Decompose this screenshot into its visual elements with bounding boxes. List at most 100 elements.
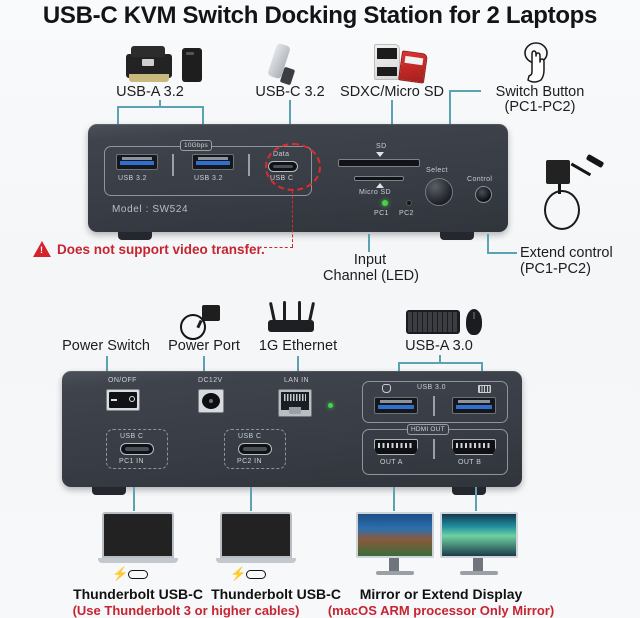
windows-laptop-icon bbox=[216, 512, 296, 564]
callout-power-port: Power Port bbox=[168, 338, 240, 354]
power-switch-toggle[interactable] bbox=[106, 389, 140, 411]
connector-line bbox=[487, 252, 517, 254]
connector-line bbox=[393, 487, 395, 511]
pc1-usb-c-port[interactable] bbox=[120, 443, 154, 455]
callout-sdxc-micro-sd: SDXC/Micro SD bbox=[340, 84, 444, 100]
port-divider bbox=[433, 439, 435, 459]
connector-line bbox=[117, 106, 203, 108]
rear-usb-a-port-2[interactable] bbox=[452, 397, 496, 414]
lan-led-indicator bbox=[328, 403, 333, 408]
micro-sd-arrow-icon bbox=[376, 183, 384, 188]
pc2-usb-c-bottom-label: PC2 IN bbox=[237, 458, 262, 465]
rear-usb-a-port-1[interactable] bbox=[374, 397, 418, 414]
rear-panel-device: ON/OFF DC12V LAN IN USB C PC1 IN USB C P… bbox=[62, 371, 522, 487]
dc-power-label: DC12V bbox=[198, 377, 223, 384]
connector-line bbox=[398, 362, 482, 364]
control-jack-label: Control bbox=[467, 176, 493, 183]
connector-line bbox=[481, 362, 483, 374]
power-adapter-icon bbox=[202, 305, 220, 321]
usb-flash-drive-icon bbox=[267, 42, 306, 86]
callout-power-switch: Power Switch bbox=[62, 338, 150, 354]
front-usb-a-port-1[interactable] bbox=[116, 154, 158, 170]
power-switch-label: ON/OFF bbox=[108, 377, 137, 384]
usb-c-highlight-circle bbox=[265, 143, 321, 191]
front-usb-a-port-2[interactable] bbox=[192, 154, 234, 170]
micro-sd-card-slot[interactable] bbox=[354, 176, 404, 181]
keyboard-icon bbox=[406, 310, 460, 334]
hdmi-out-a-label: OUT A bbox=[380, 459, 403, 466]
callout-extend-control-line1: Extend control bbox=[520, 245, 613, 261]
pc1-usb-c-bottom-label: PC1 IN bbox=[119, 458, 144, 465]
pc2-usb-c-port[interactable] bbox=[238, 443, 272, 455]
speed-badge: 10Gbps bbox=[180, 140, 212, 151]
device-foot bbox=[118, 232, 152, 240]
macbook-icon bbox=[98, 512, 178, 564]
cable-segment bbox=[570, 162, 592, 176]
keyboard-glyph-icon bbox=[478, 385, 491, 393]
led-pc2-indicator bbox=[406, 200, 412, 206]
connector-line bbox=[289, 100, 291, 126]
hdmi-out-a-port[interactable] bbox=[374, 439, 418, 455]
control-jack-port[interactable] bbox=[475, 186, 492, 203]
connector-line bbox=[106, 356, 108, 372]
sd-card-slot[interactable] bbox=[338, 159, 420, 167]
connector-line bbox=[475, 487, 477, 511]
pc2-usb-c-top-label: USB C bbox=[238, 433, 262, 440]
connector-line bbox=[487, 234, 489, 252]
port-divider bbox=[172, 154, 174, 176]
model-number-label: Model : SW524 bbox=[112, 204, 189, 215]
display-mode-note: (macOS ARM processor Only Mirror) bbox=[327, 603, 555, 618]
callout-usb-a-3-0: USB-A 3.0 bbox=[405, 338, 473, 354]
sd-slot-label: SD bbox=[376, 143, 387, 150]
thunderbolt-usbc-icon bbox=[246, 570, 266, 579]
connector-line bbox=[449, 90, 481, 92]
warning-triangle-icon bbox=[33, 241, 51, 257]
connector-line bbox=[133, 487, 135, 511]
thunderbolt-bolt-icon: ⚡ bbox=[230, 566, 247, 581]
led-pc2-label: PC2 bbox=[399, 210, 414, 217]
select-knob-label: Select bbox=[426, 167, 448, 174]
warning-text: Does not support video transfer. bbox=[57, 242, 265, 257]
mouse-icon bbox=[466, 309, 482, 335]
extend-control-cable-icon bbox=[544, 190, 580, 230]
monitor-aurora-icon bbox=[440, 512, 518, 576]
connector-line bbox=[368, 234, 370, 252]
led-pc1-indicator bbox=[382, 200, 388, 206]
connector-line bbox=[117, 106, 119, 126]
callout-usb-c-3-2: USB-C 3.2 bbox=[255, 84, 325, 100]
printer-icon bbox=[126, 44, 172, 84]
callout-input-line2: Channel (LED) bbox=[323, 268, 419, 284]
router-icon bbox=[268, 301, 316, 336]
port-divider bbox=[248, 154, 250, 176]
callout-input-line1: Input bbox=[353, 252, 387, 268]
connector-line bbox=[449, 90, 451, 126]
monitor-mountain-icon bbox=[356, 512, 434, 576]
pc2-in-group bbox=[224, 429, 286, 469]
page-title: USB-C KVM Switch Docking Station for 2 L… bbox=[42, 2, 598, 29]
lan-port-label: LAN IN bbox=[284, 377, 309, 384]
pc1-usb-c-top-label: USB C bbox=[120, 433, 144, 440]
lan-ethernet-port[interactable] bbox=[278, 389, 312, 417]
callout-usb-a-3-2: USB-A 3.2 bbox=[116, 84, 184, 100]
port-divider bbox=[433, 396, 435, 416]
dc-power-port[interactable] bbox=[198, 389, 224, 413]
extend-control-box-icon bbox=[546, 160, 570, 184]
sdxc-card-icon bbox=[374, 44, 400, 80]
hdmi-out-b-port[interactable] bbox=[452, 439, 496, 455]
mouse-glyph-icon bbox=[382, 384, 391, 393]
front-usb-a-label-1: USB 3.2 bbox=[118, 175, 147, 182]
usb3-badge-label: USB 3.0 bbox=[417, 384, 446, 391]
rear-usb3-group bbox=[362, 381, 508, 423]
callout-switch-button-line2: (PC1-PC2) bbox=[504, 99, 576, 115]
connector-line bbox=[202, 106, 204, 126]
display-mode-label: Mirror or Extend Display bbox=[359, 586, 523, 602]
device-foot bbox=[92, 487, 126, 495]
led-pc1-label: PC1 bbox=[374, 210, 389, 217]
select-knob-button[interactable] bbox=[425, 178, 453, 206]
sd-arrow-icon bbox=[376, 152, 384, 157]
device-foot bbox=[452, 487, 486, 495]
device-foot bbox=[440, 232, 474, 240]
callout-1g-ethernet: 1G Ethernet bbox=[258, 338, 338, 354]
hdmi-out-b-label: OUT B bbox=[458, 459, 482, 466]
